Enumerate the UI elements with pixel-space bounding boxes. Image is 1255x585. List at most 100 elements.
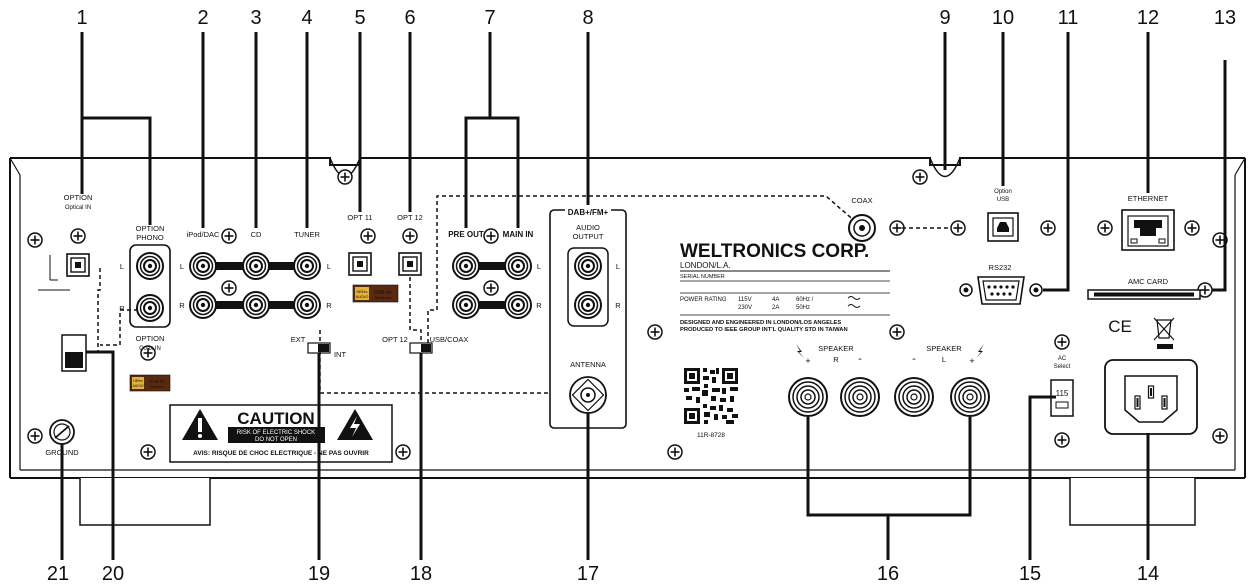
ac-select-switch: AC Select 115 <box>1050 356 1074 417</box>
ipod-l-jack-icon <box>189 252 217 280</box>
compliance-marks: CE <box>1108 317 1175 349</box>
tuner-label: TUNER <box>294 230 320 239</box>
rs232-label: RS232 <box>989 263 1012 272</box>
callout-1: 1 <box>76 7 87 29</box>
tuner-r-jack-icon <box>293 291 321 319</box>
speaker-r-plus-terminal-icon <box>788 377 828 417</box>
analog-l-label-2: L <box>327 262 331 271</box>
svg-text:+: + <box>805 356 810 366</box>
produced-text: PRODUCED TO IEEE GROUP INT'L QUALITY STD… <box>680 327 848 333</box>
opt12-port-icon <box>398 252 422 276</box>
coax-input: COAX <box>848 196 876 242</box>
audio-text: AUDIO <box>132 384 143 388</box>
tuner-l-jack-icon <box>293 252 321 280</box>
dab-r-label: R <box>615 301 621 310</box>
callout-7: 7 <box>484 7 495 29</box>
opt11-input: OPT 11 <box>347 213 373 276</box>
cd-r-jack-icon <box>242 291 270 319</box>
usb-label: USB <box>997 197 1009 203</box>
input-selector-switch <box>61 334 87 372</box>
dab-out-l-jack-icon <box>574 252 602 280</box>
screw-icon <box>483 280 499 296</box>
dab-fm-module: DAB+/FM+ AUDIO OUTPUT L R ANTENNA <box>549 205 627 429</box>
main-in-r-jack-icon <box>504 291 532 319</box>
pre-r-label: R <box>536 301 542 310</box>
usb-coax-label: USB/COAX <box>430 335 469 344</box>
caution-line2: DO NOT OPEN <box>255 437 297 443</box>
callout-8: 8 <box>582 7 593 29</box>
screw-icon <box>140 444 156 460</box>
phono-l-label: L <box>120 262 124 271</box>
weee-bin-icon <box>1153 317 1175 349</box>
screw-icon <box>950 220 966 236</box>
streamer-text-2: Streamer <box>375 295 392 300</box>
serial-number-label: SERIAL NUMBER <box>680 274 725 280</box>
callout-13: 13 <box>1214 7 1236 29</box>
designed-text: DESIGNED AND ENGINEERED IN LONDON/LOS AN… <box>680 320 841 326</box>
dab-fm-label: DAB+/FM+ <box>568 208 609 217</box>
callout-14: 14 <box>1137 563 1159 585</box>
hz-2: 50Hz <box>796 305 810 311</box>
screw-icon <box>667 444 683 460</box>
analog-inputs: iPod/DAC CD TUNER L R L R <box>179 230 332 319</box>
hz-1: 60Hz / <box>796 297 814 303</box>
callout-12: 12 <box>1137 7 1159 29</box>
brand-location: LONDON/L.A. <box>680 261 731 270</box>
ext-label: EXT <box>291 335 306 344</box>
callout-11: 11 <box>1058 7 1079 29</box>
callout-16: 16 <box>877 563 899 585</box>
screw-icon <box>1040 220 1056 236</box>
screw-icon <box>395 444 411 460</box>
coax-label: COAX <box>851 196 872 205</box>
phono-r-label: R <box>119 304 125 313</box>
caution-title: CAUTION <box>237 409 314 428</box>
screw-icon <box>402 228 418 244</box>
coax-in-label: Coax IN <box>139 346 161 352</box>
ac-label: AC <box>1058 356 1067 362</box>
opt12-label: OPT 12 <box>397 213 423 222</box>
screw-icon <box>221 280 237 296</box>
hires-text: HiRes <box>133 379 143 383</box>
speaker-l-plus-terminal-icon <box>950 377 990 417</box>
screw-icon <box>360 228 376 244</box>
screw-icon <box>647 324 663 340</box>
screw-icon <box>1212 428 1228 444</box>
usb-port: Option USB <box>987 189 1019 242</box>
opt12-switch-label: OPT 12 <box>382 335 408 344</box>
svg-text:-: - <box>858 353 862 365</box>
optical-input: OPTION Optical IN <box>38 193 92 291</box>
analog-r-label-2: R <box>326 301 332 310</box>
dashed-connection <box>100 309 138 346</box>
screw-icon <box>1054 432 1070 448</box>
bolt-icon <box>976 344 984 358</box>
opt11-port-icon <box>348 252 372 276</box>
pre-out-l-jack-icon <box>452 252 480 280</box>
voltage-1: 115V <box>738 297 752 303</box>
caution-avis: AVIS: RISQUE DE CHOC ELECTRIQUE - NE PAS… <box>193 450 369 457</box>
opt12-usb-coax-switch: OPT 12 USB/COAX <box>382 335 469 354</box>
streamer-text: Streamer <box>150 385 165 389</box>
screw-icon <box>221 228 237 244</box>
callout-6: 6 <box>404 7 415 29</box>
main-in-l-jack-icon <box>504 252 532 280</box>
voltage-2: 230V <box>738 305 752 311</box>
speaker-r-minus-terminal-icon <box>840 377 880 417</box>
svg-text:+: + <box>969 356 974 366</box>
speaker-l-letter: L <box>942 355 946 364</box>
screw-icon <box>1097 220 1113 236</box>
antenna-label: ANTENNA <box>570 360 606 369</box>
bolt-icon <box>796 344 804 358</box>
ethernet-label: ETHERNET <box>1128 194 1169 203</box>
main-in-label: MAIN IN <box>503 230 534 239</box>
caution-label: CAUTION RISK OF ELECTRIC SHOCK DO NOT OP… <box>169 404 393 463</box>
pre-out-r-jack-icon <box>452 291 480 319</box>
opt11-label: OPT 11 <box>347 213 372 222</box>
dab-l-label: L <box>616 262 620 271</box>
qr-code-label: 11R-8728 <box>697 432 725 439</box>
option-phono-label: OPTION <box>136 224 165 233</box>
optical-in-port-icon <box>66 253 90 277</box>
iec-power-socket <box>1104 359 1198 435</box>
amp-2: 2A <box>772 305 779 311</box>
